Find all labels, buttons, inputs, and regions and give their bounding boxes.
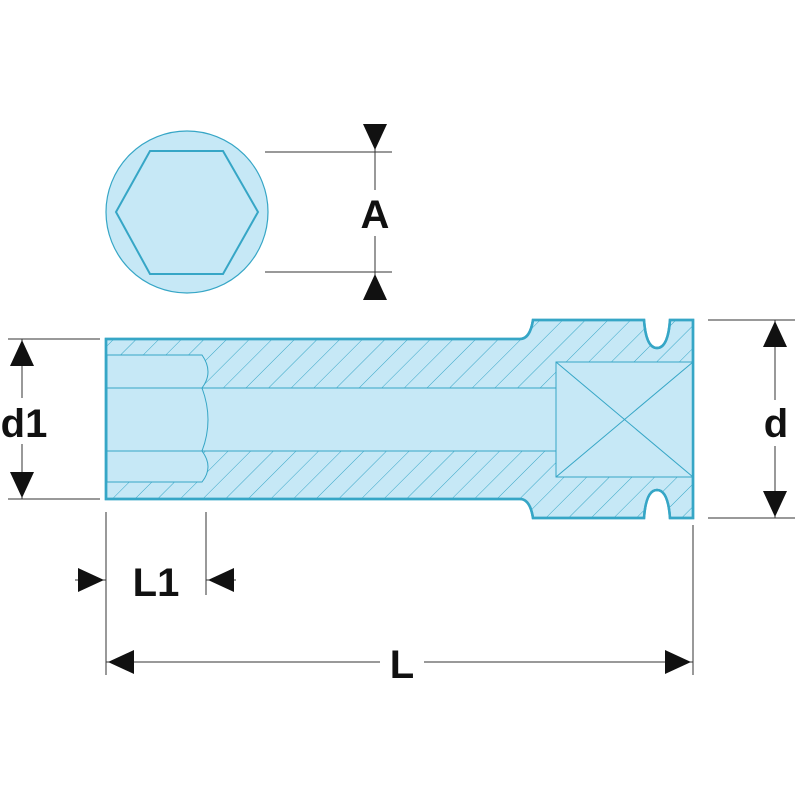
hex-opening [114,150,260,275]
arrow-left-icon [108,650,134,674]
label-L: L [390,643,414,687]
arrow-down-icon [10,472,34,498]
label-d1: d1 [1,402,48,446]
arrow-left-icon [208,568,234,592]
label-d: d [764,402,788,446]
label-A: A [361,193,390,237]
arrow-right-icon [78,568,104,592]
arrow-down-icon [763,491,787,517]
arrow-up-icon [763,321,787,347]
dimension-arrows [10,124,787,674]
arrow-right-icon [665,650,691,674]
center-bore [202,388,556,451]
arrow-down-icon [363,124,387,150]
section-view [104,318,695,520]
arrow-up-icon [363,274,387,300]
arrow-up-icon [10,340,34,366]
label-L1: L1 [133,561,180,605]
end-view [105,130,269,294]
hex-recess [106,354,209,483]
